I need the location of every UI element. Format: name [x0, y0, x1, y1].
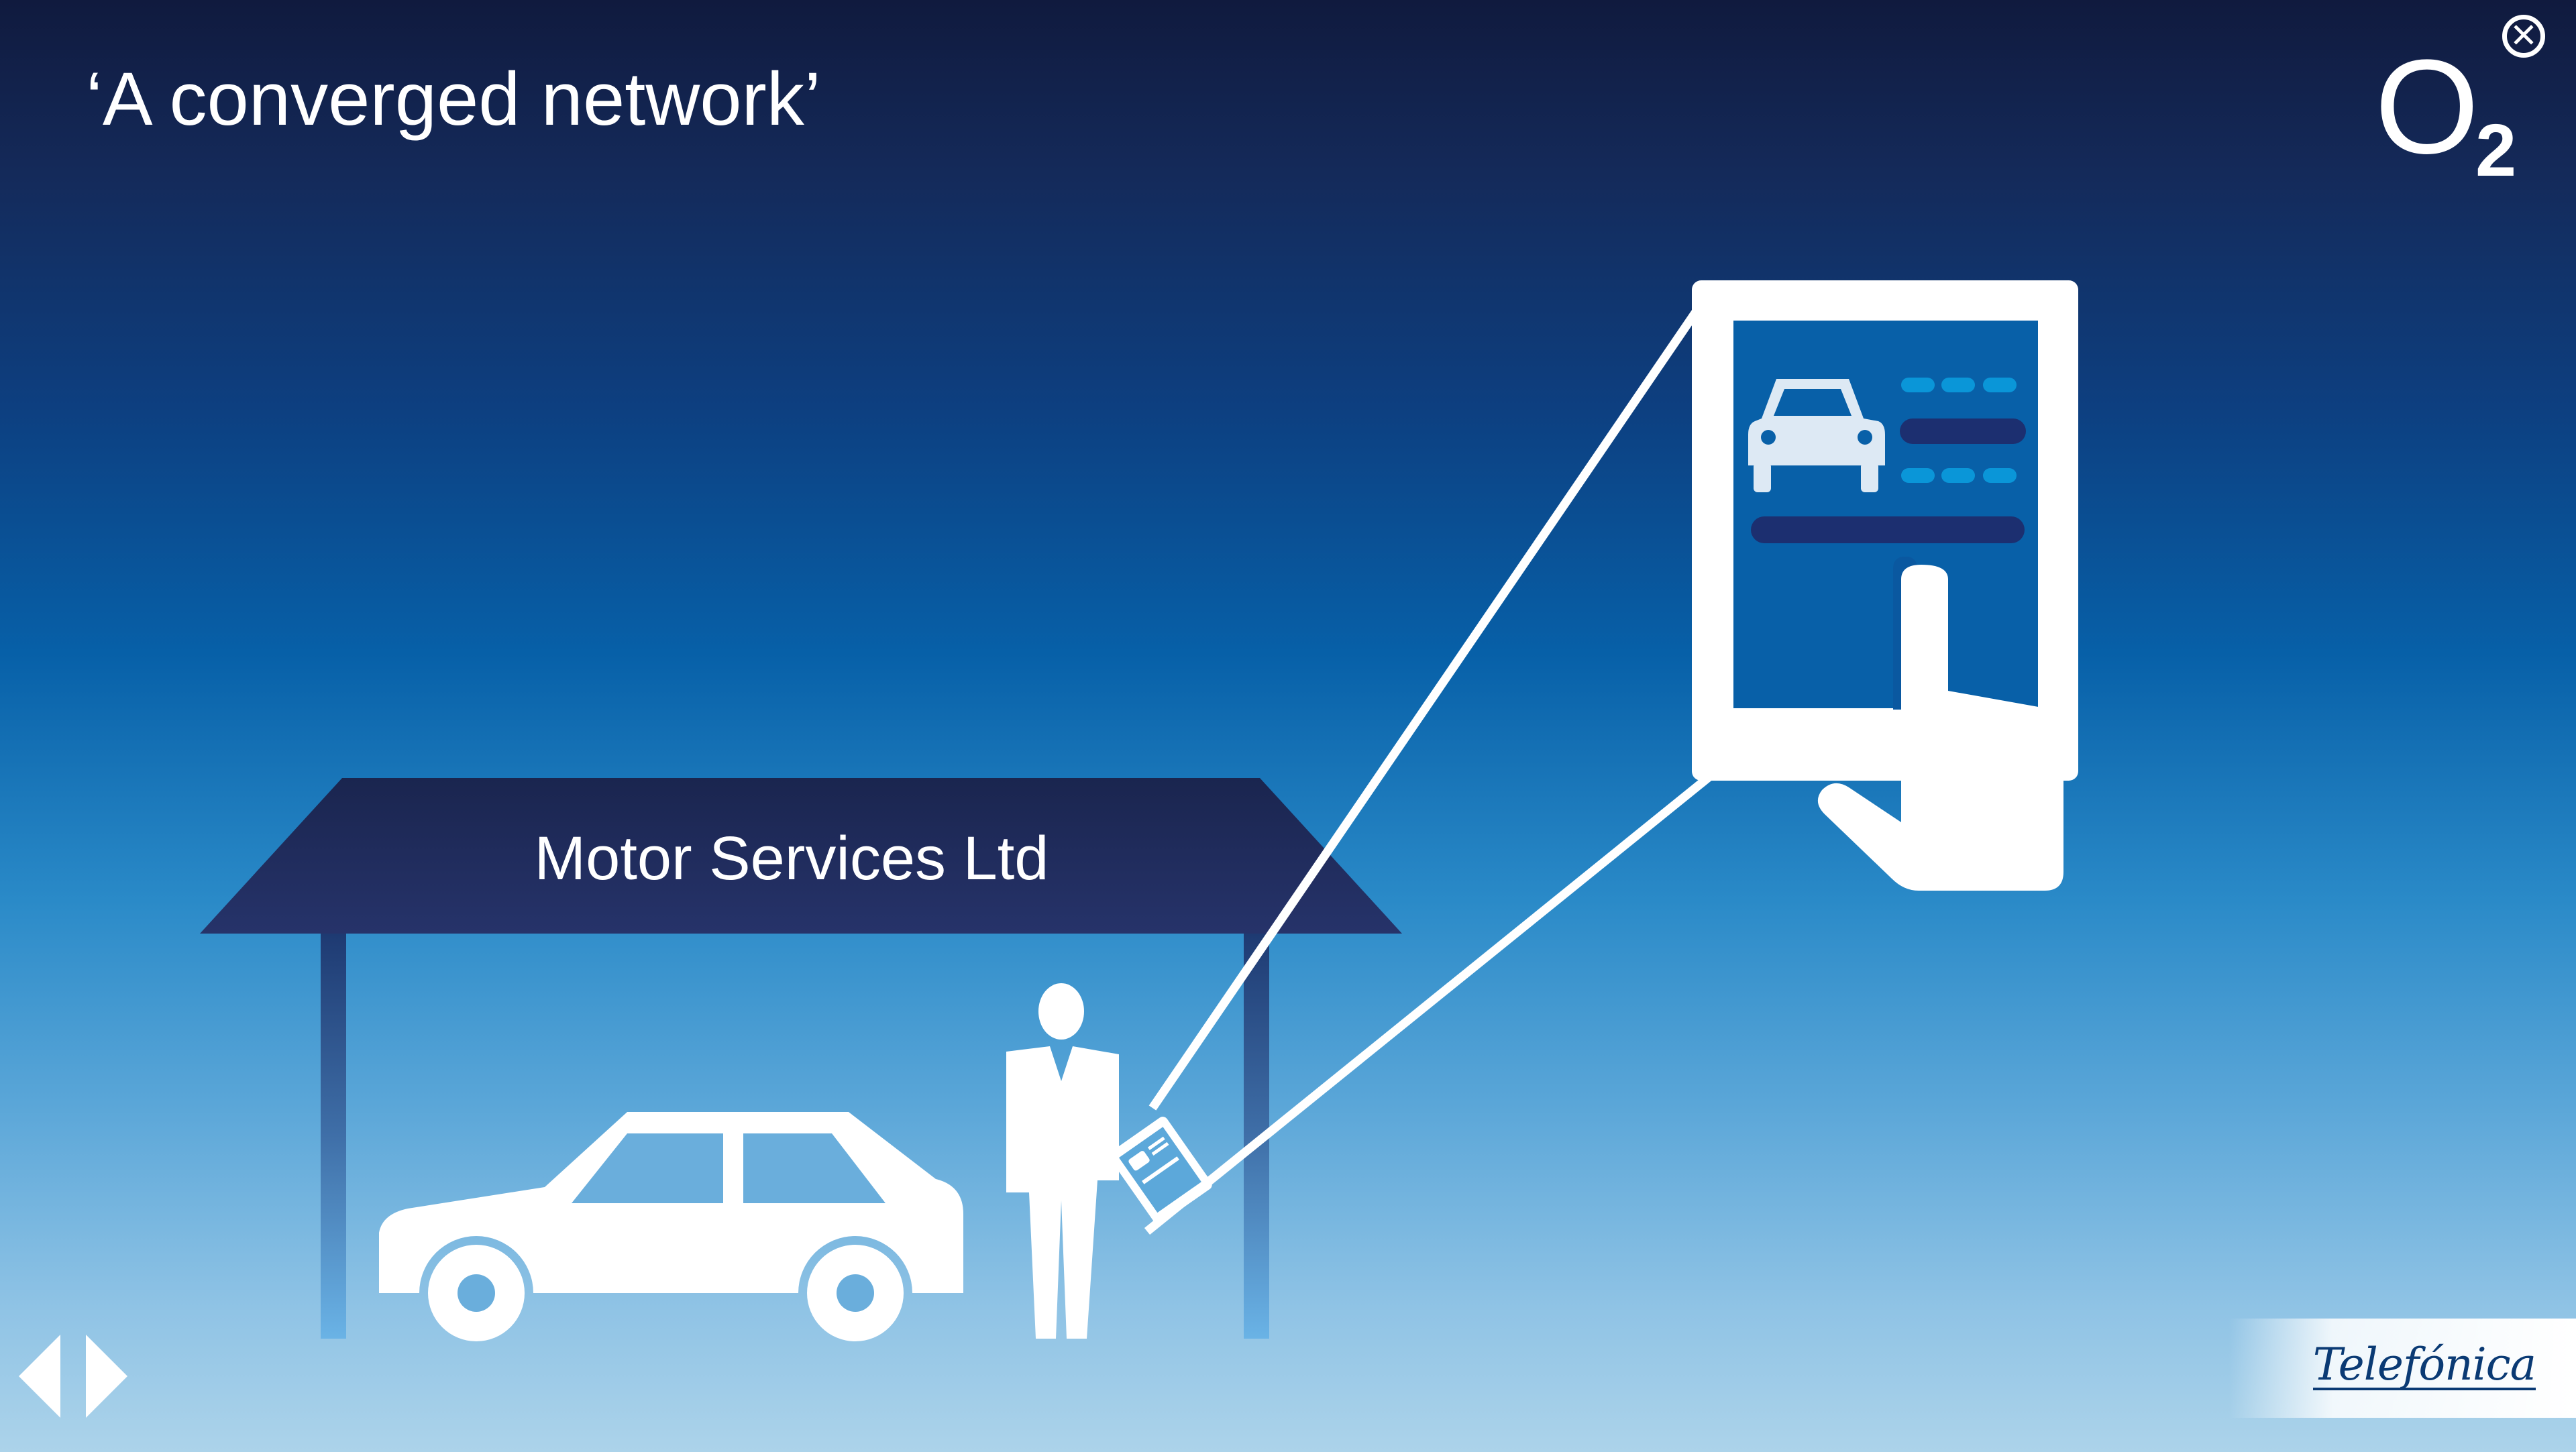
prev-arrow-icon[interactable] — [19, 1335, 60, 1418]
close-icon: ✕ — [2510, 17, 2538, 54]
pointing-hand-icon — [1817, 557, 2063, 891]
tablet-icon — [1692, 280, 2078, 891]
zoom-line-upper — [1148, 292, 1711, 1111]
close-button[interactable]: ✕ — [2502, 15, 2545, 58]
zoom-line-lower — [1144, 771, 1715, 1235]
telefonica-logo: Telefónica — [2312, 1339, 2536, 1391]
o2-logo-subscript: 2 — [2475, 109, 2517, 192]
slide-title: ‘A converged network’ — [86, 57, 821, 141]
o2-logo: O 2 — [2375, 40, 2529, 188]
next-arrow-icon[interactable] — [86, 1335, 127, 1418]
person-icon — [1006, 983, 1119, 1339]
tablet-car-icon — [1748, 379, 1885, 492]
slide-navigation — [19, 1335, 133, 1422]
shop-sign-board — [200, 778, 1402, 934]
shop-canopy — [200, 778, 1402, 1339]
handheld-device-icon — [1109, 1117, 1212, 1224]
o2-logo-letter: O — [2375, 32, 2479, 182]
canopy-post-left — [321, 934, 346, 1339]
car-icon — [379, 1112, 963, 1341]
shop-sign-label: Motor Services Ltd — [534, 824, 1049, 893]
telefonica-logo-panel: Telefónica — [2229, 1319, 2576, 1418]
